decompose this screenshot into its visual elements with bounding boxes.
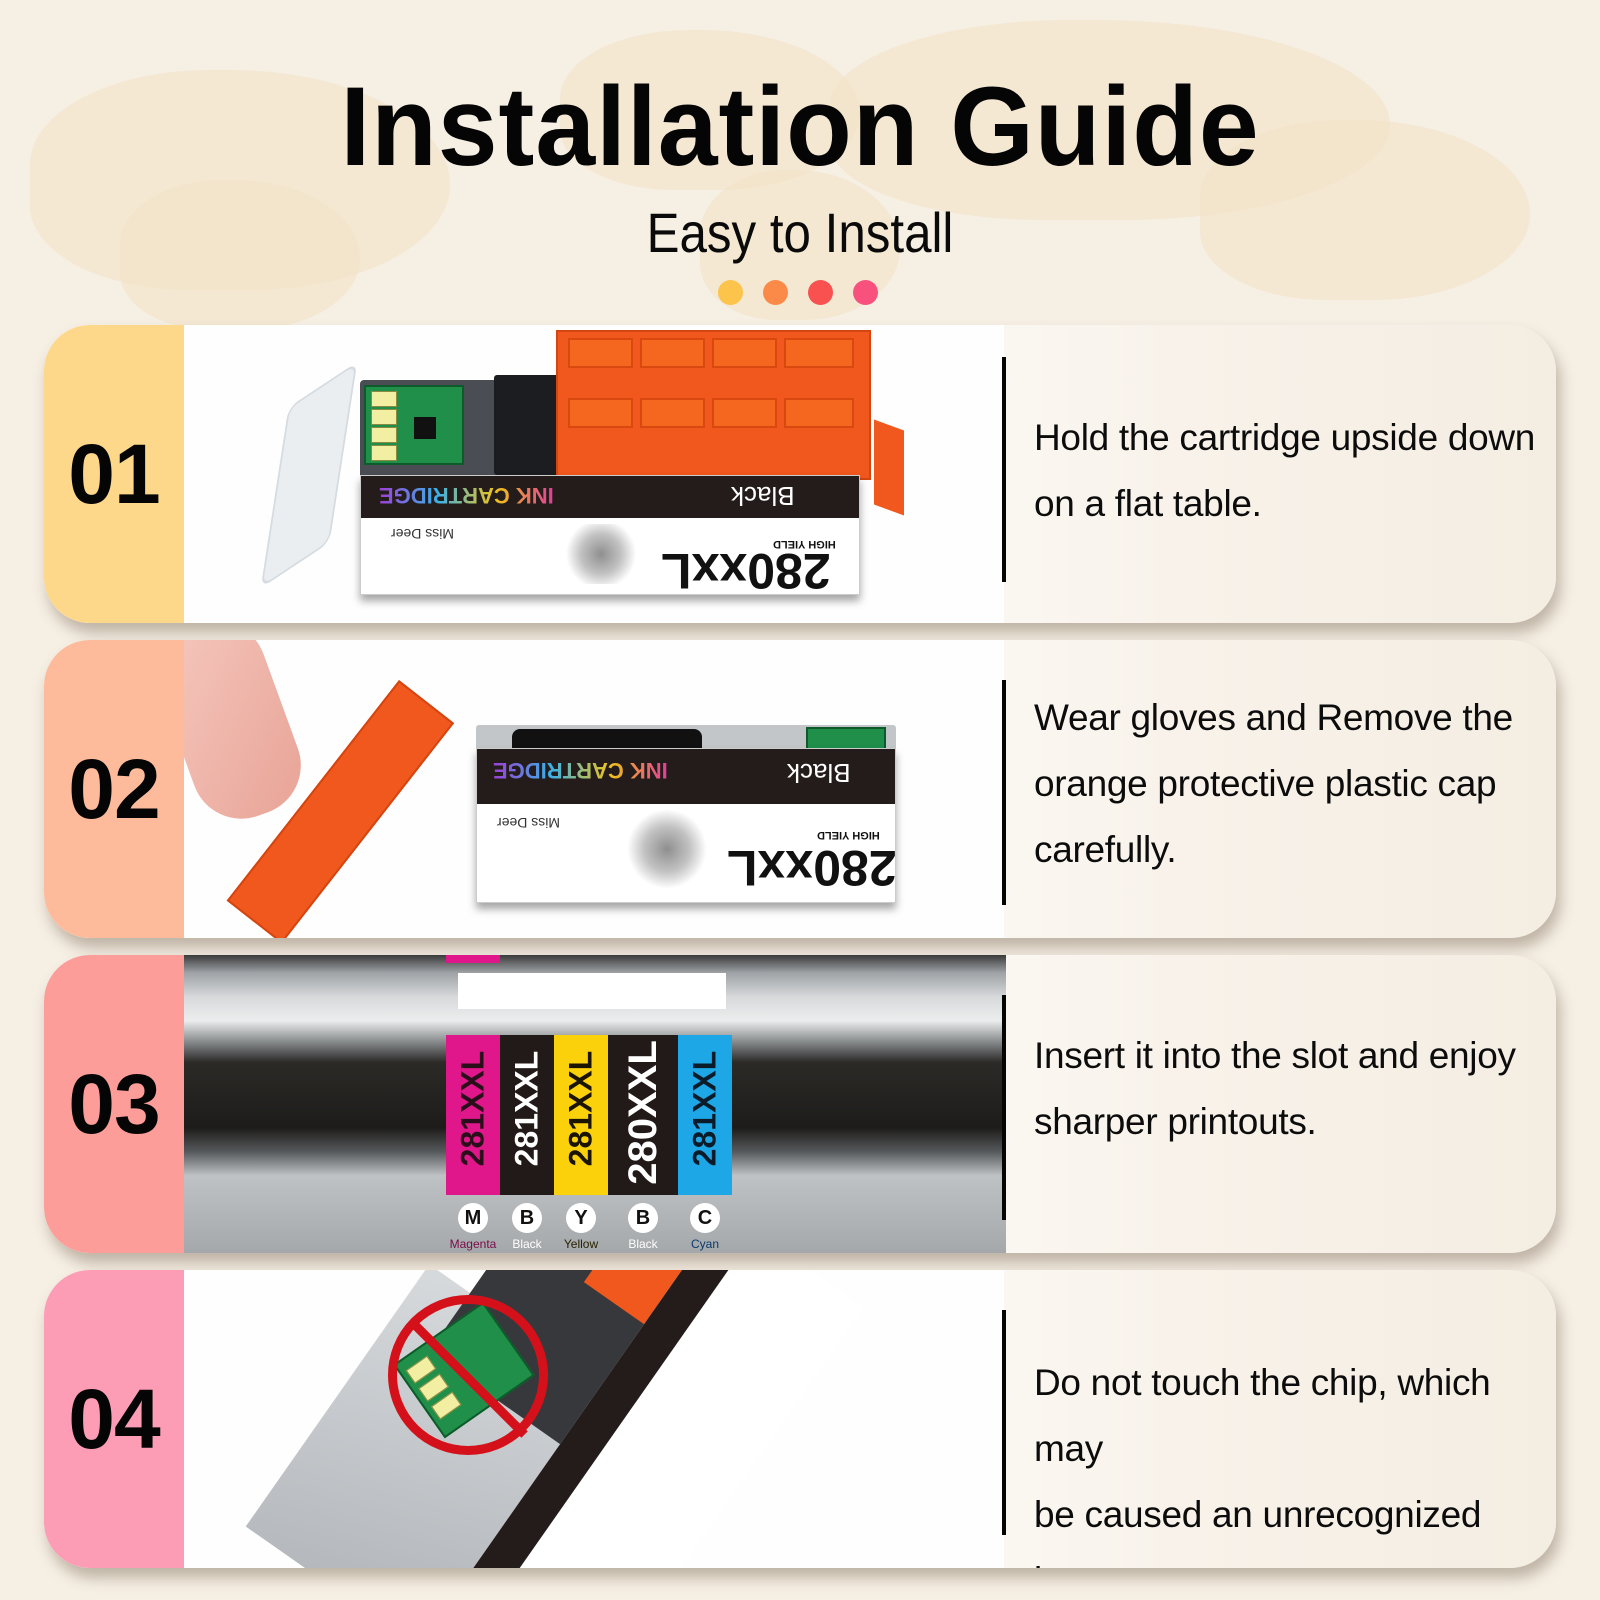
step-card-02: 02 INK CARTRIDGE Black HIGH YIELD 280xxL… (44, 640, 1556, 938)
world-map-background (0, 0, 1600, 330)
step-divider (1002, 995, 1006, 1220)
cartridge-cyan: 281XXL C Cyan (678, 1035, 732, 1251)
cartridge-black: 281XXL B Black (500, 1035, 554, 1251)
header: Installation Guide Easy to Install (0, 0, 1600, 320)
step-divider (1002, 357, 1006, 582)
cartridge-magenta: 281XXL M Magenta (446, 955, 500, 1251)
step-instruction: Do not touch the chip, which may be caus… (1034, 1362, 1491, 1568)
step-number: 02 (44, 640, 184, 938)
cartridge-yellow: 281XXL Y Yellow (554, 1035, 608, 1251)
step-card-04: 04 Do not touch the chip, which may be c… (44, 1270, 1556, 1568)
ink-port (494, 375, 564, 475)
page-subtitle: Easy to Install (646, 201, 954, 264)
finger-icon (184, 640, 315, 833)
page-title: Installation Guide (340, 64, 1260, 189)
decorative-dots (718, 280, 878, 305)
miss-deer-logo-strip (458, 973, 726, 1009)
step-divider (1002, 680, 1006, 905)
orange-cap-tab (874, 419, 904, 516)
step-photo-remove-orange-cap: INK CARTRIDGE Black HIGH YIELD 280xxL Mi… (184, 640, 1004, 938)
dot-red (808, 280, 833, 305)
cartridge-label: INK CARTRIDGE Black HIGH YIELD 280xxL Mi… (476, 748, 897, 903)
step-instruction: Wear gloves and Remove the orange protec… (1034, 697, 1513, 870)
step-photo-do-not-touch-chip (184, 1270, 1004, 1568)
dot-pink (853, 280, 878, 305)
orange-cap-icon (556, 330, 871, 480)
dot-orange (763, 280, 788, 305)
step-instruction: Hold the cartridge upside down on a flat… (1034, 417, 1536, 524)
step-card-03: 03 281XXL M Magenta 281XXL B Black 281XX… (44, 955, 1556, 1253)
miss-deer-logo: Miss Deer (497, 815, 561, 831)
cartridge-label: INK CARTRIDGE Black HIGH YIELD 280xxL Mi… (360, 475, 860, 599)
step-instruction: Insert it into the slot and enjoy sharpe… (1034, 1035, 1516, 1142)
clear-tab-icon (260, 361, 358, 589)
step-card-01: 01 INK CARTRIDGE Black HIGH YIELD (44, 325, 1556, 623)
flower-graphic-icon (627, 809, 707, 889)
dot-yellow (718, 280, 743, 305)
flower-graphic-icon (561, 524, 641, 584)
step-photo-cartridges-in-printer: 281XXL M Magenta 281XXL B Black 281XXL Y… (184, 955, 1006, 1253)
step-number: 04 (44, 1270, 184, 1568)
no-touch-warning-icon (388, 1295, 548, 1455)
step-number: 03 (44, 955, 184, 1253)
step-photo-cartridge-upside-down: INK CARTRIDGE Black HIGH YIELD 280xxL Mi… (184, 325, 1004, 623)
step-divider (1002, 1310, 1006, 1535)
miss-deer-logo: Miss Deer (391, 526, 455, 542)
cartridge-chip-icon (364, 385, 464, 465)
cartridge-black-large: 280XXL B Black (608, 1035, 678, 1251)
step-number: 01 (44, 325, 184, 623)
